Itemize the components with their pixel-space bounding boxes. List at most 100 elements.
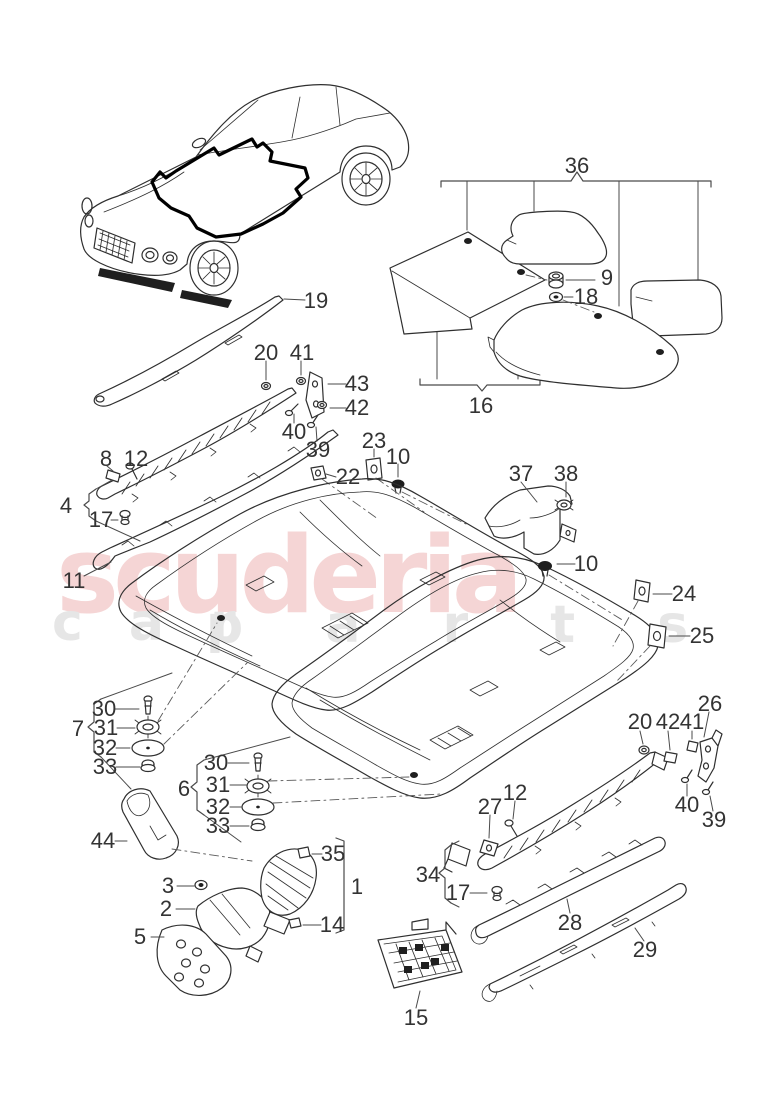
floor-area-highlight [150, 137, 310, 239]
callout-26: 26 [698, 691, 722, 716]
callout-11: 11 [63, 568, 86, 593]
grommet-3 [194, 879, 208, 891]
callout-29: 29 [633, 937, 657, 962]
fastener-set-7 [87, 622, 248, 790]
nut-42 [316, 400, 328, 410]
callout-9: 9 [601, 265, 613, 290]
floor-mat-rear-left [501, 210, 608, 265]
sill-trim-29 [488, 882, 687, 993]
bracket-5 [156, 924, 232, 996]
callout-28: 28 [558, 910, 582, 935]
sill-trim-11 [92, 429, 339, 570]
callout-42: 42 [345, 395, 369, 420]
grommet-38 [554, 499, 574, 511]
callout-32: 32 [93, 735, 117, 760]
clip-25 [647, 623, 667, 649]
sill-trim-19 [93, 295, 284, 407]
retainer-31 [134, 715, 162, 739]
callout-31: 31 [206, 772, 230, 797]
screw-40b [686, 769, 693, 779]
callout-8: 8 [100, 446, 112, 471]
callout-17: 17 [89, 507, 113, 532]
screw-39 [306, 421, 316, 429]
stud-20b [638, 745, 650, 755]
cover-37 [484, 485, 577, 555]
floor-carpet-front [118, 478, 545, 711]
front-wheel [189, 240, 239, 296]
callout-30: 30 [92, 696, 116, 721]
clip-23 [365, 457, 383, 481]
rear-wheel [341, 152, 391, 206]
callout-42: 42 [656, 709, 680, 734]
watermark-layer: scuderia c a r p a r t s [52, 514, 720, 655]
callout-12: 12 [503, 780, 527, 805]
stud-20 [260, 381, 272, 391]
left-sill-trims [83, 295, 467, 577]
washer-32 [131, 739, 165, 757]
callout-44: 44 [91, 828, 115, 853]
callout-4: 4 [60, 493, 72, 518]
callout-39: 39 [306, 437, 330, 462]
callout-30: 30 [204, 750, 228, 775]
sill-carrier-ribbed [96, 387, 297, 500]
clip-24 [633, 579, 651, 603]
callout-37: 37 [509, 461, 533, 486]
callout-18: 18 [574, 284, 598, 309]
callout-40: 40 [675, 792, 699, 817]
callout-16: 16 [469, 393, 493, 418]
callout-23: 23 [362, 428, 386, 453]
callout-15: 15 [404, 1005, 428, 1030]
callout-33: 33 [206, 813, 230, 838]
screw-12b [504, 819, 514, 827]
car-illustration [80, 84, 410, 308]
callout-22: 22 [336, 464, 360, 489]
sill-bracket-assembly [260, 371, 328, 429]
bracket-hardware-right [638, 729, 723, 796]
cap-10-rear [538, 561, 552, 577]
callout-7: 7 [72, 716, 84, 741]
sill-carrier-ribbed-right [477, 751, 663, 871]
callout-27: 27 [478, 794, 502, 819]
stud-30 [143, 695, 153, 715]
callout-35: 35 [321, 841, 345, 866]
stud-30b [253, 752, 263, 772]
retainer-31b [244, 774, 272, 798]
nut-41 [295, 376, 307, 386]
mat-fastener-grommet [548, 271, 564, 289]
callout-36: 36 [565, 153, 589, 178]
cap-10-front [391, 479, 405, 494]
washer-32b [241, 798, 275, 816]
washer-41b [686, 740, 699, 753]
tube-44 [121, 788, 179, 860]
callout-31: 31 [94, 715, 118, 740]
callout-14: 14 [320, 912, 344, 937]
callout-5: 5 [134, 924, 146, 949]
clip-14 [288, 917, 302, 929]
clip-27 [479, 839, 499, 857]
floor-carpet-rear [271, 556, 659, 799]
callout-41: 41 [680, 709, 704, 734]
callout-20: 20 [628, 709, 652, 734]
clip-42b [663, 751, 678, 764]
clip-8 [105, 469, 121, 483]
watermark-brand-text: scuderia [56, 514, 517, 637]
floor-mat-front-right [493, 301, 679, 389]
callout-43: 43 [345, 371, 369, 396]
right-sill-trims [438, 711, 723, 1002]
callout-1: 1 [351, 874, 363, 899]
callout-24: 24 [672, 581, 696, 606]
clip-17b [491, 885, 503, 902]
floor-mats-group [389, 171, 723, 392]
watermark-tagline-right: p a r t s [206, 595, 720, 655]
callout-32: 32 [206, 794, 230, 819]
clip-35 [297, 846, 311, 859]
callout-39: 39 [702, 807, 726, 832]
callout-17: 17 [446, 880, 470, 905]
callout-12: 12 [124, 446, 148, 471]
callout-2: 2 [160, 896, 172, 921]
callout-38: 38 [554, 461, 578, 486]
screw-39b [707, 781, 714, 791]
screw-12 [125, 462, 135, 470]
